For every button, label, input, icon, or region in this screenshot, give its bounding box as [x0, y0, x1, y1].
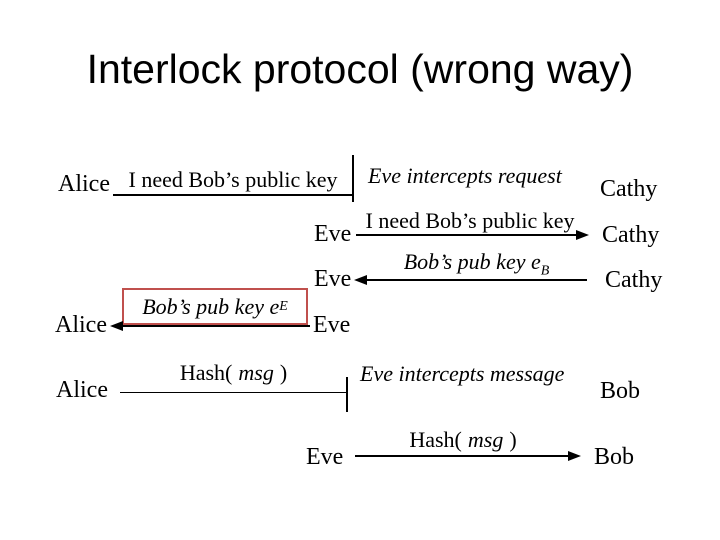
row6-actor-bob: Bob [594, 444, 635, 470]
row6-arrow-shaft [355, 455, 570, 457]
row5-hash-arg: msg [238, 360, 274, 385]
row4-arrow-shaft [121, 325, 310, 327]
row5-message: Hash(msg) [120, 360, 347, 386]
row2-arrow-shaft [356, 234, 578, 236]
row1-actor-alice: Alice [58, 171, 110, 197]
row5-actor-bob: Bob [600, 378, 641, 404]
row4-message-text: Bob’s pub key e [142, 293, 280, 319]
row4-arrowhead-left-icon [110, 321, 123, 331]
row6-hash-arg: msg [467, 427, 504, 452]
row4-actor-eve: Eve [313, 312, 351, 338]
row6-actor-eve: Eve [306, 444, 344, 470]
row6-arrowhead-right-icon [568, 451, 581, 461]
row3-message: Bob’s pub key eB [366, 249, 587, 279]
row5-hash-prefix: Hash( [179, 360, 233, 385]
row5-hash-suffix: ) [279, 360, 288, 385]
row3-message-text: Bob’s pub key e [403, 249, 541, 274]
row2-arrowhead-right-icon [576, 230, 589, 240]
slide-title: Interlock protocol (wrong way) [86, 46, 634, 92]
row2-actor-cathy: Cathy [602, 222, 660, 248]
row6-hash-prefix: Hash( [409, 427, 462, 452]
row2-actor-eve: Eve [314, 221, 352, 247]
row1-actor-cathy: Cathy [600, 176, 658, 202]
row5-block-bar [346, 377, 348, 412]
row5-actor-alice: Alice [56, 377, 108, 403]
row6-hash-suffix: ) [509, 427, 517, 452]
row3-actor-cathy: Cathy [605, 267, 663, 293]
row4-actor-alice: Alice [55, 312, 107, 338]
row3-arrowhead-left-icon [354, 275, 367, 285]
row1-message: I need Bob’s public key [128, 167, 338, 192]
row6-message: Hash(msg) [355, 427, 571, 453]
row1-interception-note: Eve intercepts request [368, 163, 562, 188]
row5-arrow-shaft [120, 392, 346, 393]
row5-interception-note: Eve intercepts message [360, 361, 565, 386]
row2-message: I need Bob’s public key [365, 208, 575, 233]
row1-arrow-shaft [113, 194, 353, 196]
row3-message-subscript: B [540, 263, 550, 279]
row3-actor-eve: Eve [314, 266, 352, 292]
row1-block-bar [352, 155, 354, 202]
row3-arrow-shaft [366, 279, 587, 281]
